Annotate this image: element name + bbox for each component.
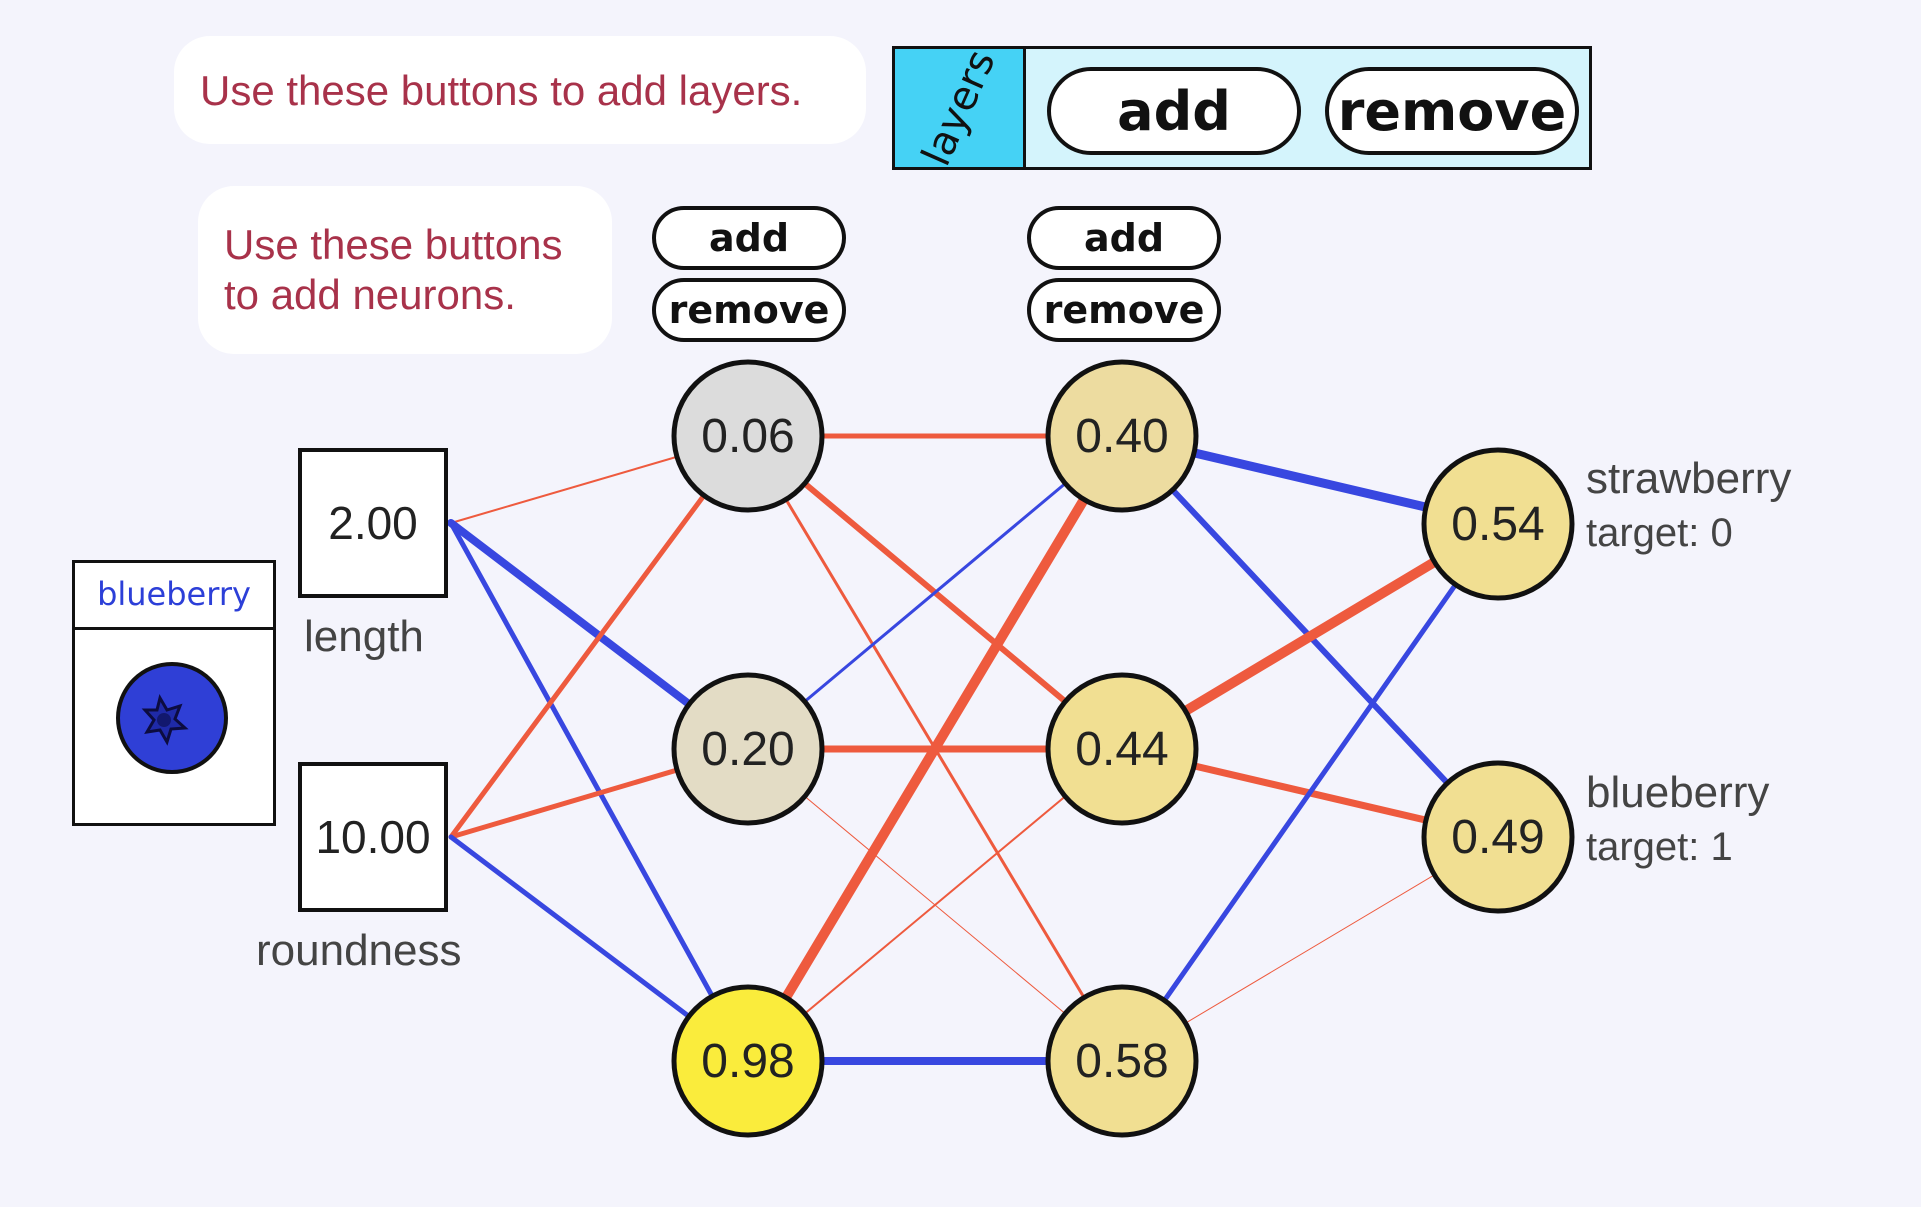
neuron-h1-2-value: 0.98 <box>701 1035 794 1088</box>
edge-h2-out-2-0 <box>1119 521 1501 1064</box>
neuron-h2-0-circle <box>1045 359 1199 513</box>
remove-neuron-layer1-button[interactable]: remove <box>652 278 846 342</box>
edge-h1-h2-1-0 <box>746 434 1124 751</box>
neuron-h2-1-value: 0.44 <box>1075 723 1168 776</box>
neuron-h1-0[interactable]: 0.06 <box>671 359 825 513</box>
neurons-hint: Use these buttons to add neurons. <box>198 186 612 354</box>
edge-h1-h2-2-0 <box>743 431 1127 1066</box>
add-layer-button[interactable]: add <box>1047 67 1301 155</box>
layers-hint: Use these buttons to add layers. <box>174 36 866 144</box>
neuron-h2-0-value: 0.40 <box>1075 410 1168 463</box>
remove-layer-button[interactable]: remove <box>1325 67 1579 155</box>
neuron-h1-0-circle <box>671 359 825 513</box>
neuron-h1-2[interactable]: 0.98 <box>671 984 825 1138</box>
blueberry-icon <box>116 662 228 774</box>
remove-neuron-layer2-button[interactable]: remove <box>1027 278 1221 342</box>
layers-tag: layers <box>895 43 1026 173</box>
neurons-hint-line2: to add neurons. <box>224 271 516 318</box>
output-strawberry-name: strawberry <box>1586 454 1792 503</box>
neuron-h2-2-circle <box>1045 984 1199 1138</box>
neuron-output-0[interactable]: 0.54 <box>1421 447 1575 601</box>
neuron-output-0-circle <box>1421 447 1575 601</box>
neuron-output-1-circle <box>1421 760 1575 914</box>
sample-card[interactable]: blueberry <box>72 560 276 826</box>
input-length-box[interactable]: 2.00 <box>298 448 448 598</box>
add-neuron-layer1-button[interactable]: add <box>652 206 846 270</box>
neuron-h2-1[interactable]: 0.44 <box>1045 672 1199 826</box>
input-length-label: length <box>304 612 424 661</box>
neuron-h2-0[interactable]: 0.40 <box>1045 359 1199 513</box>
neuron-h1-1-value: 0.20 <box>701 723 794 776</box>
layers-toolbar: layers add remove <box>892 43 1592 173</box>
layers-hint-text: Use these buttons to add layers. <box>200 67 803 114</box>
edge-input-h1-1-0 <box>448 433 751 840</box>
output-blueberry-label: blueberry target: 1 <box>1586 766 1769 874</box>
neuron-h2-2-value: 0.58 <box>1075 1035 1168 1088</box>
neuron-output-0-value: 0.54 <box>1451 498 1544 551</box>
sample-name: blueberry <box>75 563 273 630</box>
neuron-h1-0-value: 0.06 <box>701 410 794 463</box>
add-neuron-layer2-button[interactable]: add <box>1027 206 1221 270</box>
output-blueberry-target: target: 1 <box>1586 825 1733 869</box>
output-strawberry-label: strawberry target: 0 <box>1586 452 1791 560</box>
output-strawberry-target: target: 0 <box>1586 511 1733 555</box>
neuron-h2-1-circle <box>1045 672 1199 826</box>
output-blueberry-name: blueberry <box>1586 768 1770 817</box>
neuron-output-1[interactable]: 0.49 <box>1421 760 1575 914</box>
edge-h1-h2-2-1 <box>747 748 1123 1062</box>
neuron-output-1-value: 0.49 <box>1451 811 1544 864</box>
neurons-hint-line1: Use these buttons <box>224 221 563 268</box>
neuron-h1-1[interactable]: 0.20 <box>671 672 825 826</box>
input-roundness-box[interactable]: 10.00 <box>298 762 448 912</box>
neuron-h1-1-circle <box>671 672 825 826</box>
input-roundness-label: roundness <box>256 926 462 975</box>
neuron-h1-2-circle <box>671 984 825 1138</box>
neuron-h2-2[interactable]: 0.58 <box>1045 984 1199 1138</box>
